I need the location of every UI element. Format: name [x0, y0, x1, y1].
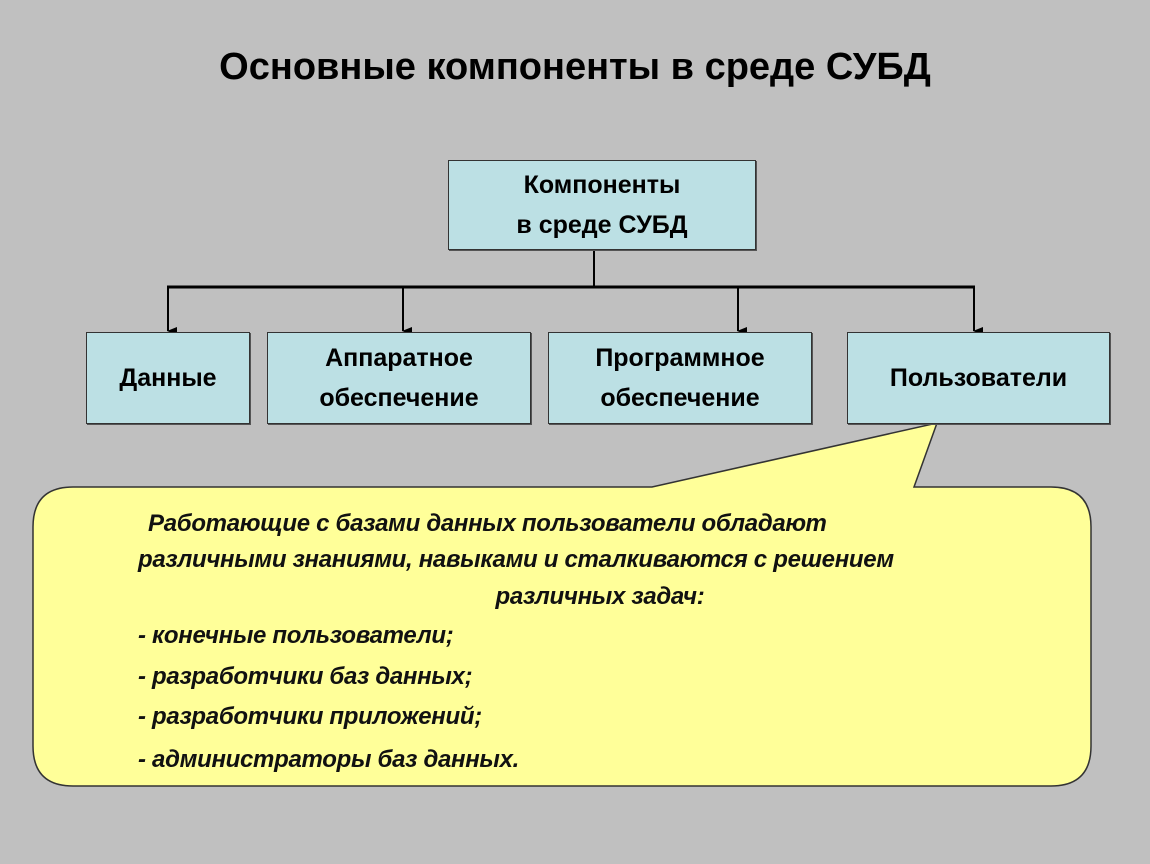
component-label: обеспечение — [600, 384, 760, 412]
root-label-2: в среде СУБД — [516, 211, 688, 239]
root-box: Компоненты в среде СУБД — [448, 160, 756, 250]
component-users: Пользователи — [847, 332, 1110, 424]
callout-intro-1: Работающие с базами данных пользователи … — [148, 510, 827, 537]
component-hardware: Аппаратное обеспечение — [267, 332, 531, 424]
callout-item: - конечные пользователи; — [138, 622, 454, 649]
component-label: Пользователи — [889, 364, 1068, 392]
callout-bubble — [32, 421, 1092, 787]
slide-title: Основные компоненты в среде СУБД — [219, 46, 931, 88]
component-label: Программное — [595, 344, 765, 372]
callout-intro-2: различными знаниями, навыками и сталкива… — [138, 546, 894, 573]
component-label: Аппаратное — [325, 344, 473, 372]
callout-intro-3: различных задач: — [495, 583, 705, 610]
callout-item: - разработчики баз данных; — [138, 663, 473, 690]
callout-item: - разработчики приложений; — [138, 703, 482, 730]
component-label: обеспечение — [319, 384, 479, 412]
callout-item: - администраторы баз данных. — [138, 746, 520, 773]
component-software: Программное обеспечение — [548, 332, 812, 424]
component-label: Данные — [119, 364, 217, 392]
root-label-1: Компоненты — [523, 171, 681, 199]
component-data: Данные — [86, 332, 250, 424]
